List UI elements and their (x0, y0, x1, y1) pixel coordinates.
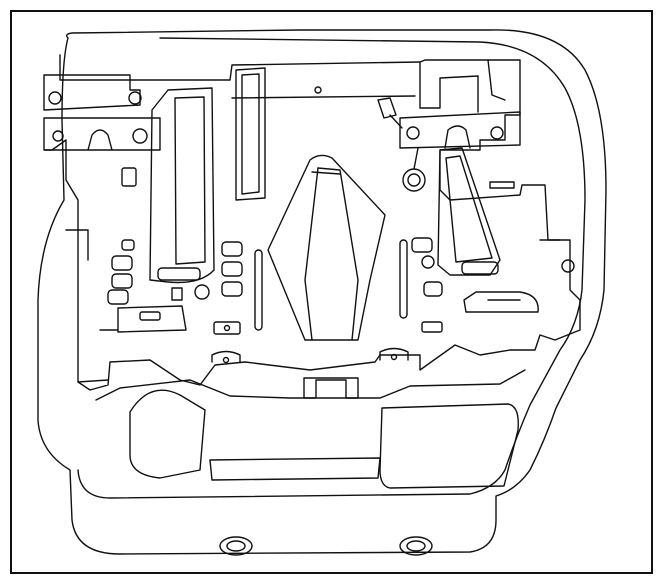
mid-round-hole (194, 284, 210, 300)
frame-linework (37, 29, 607, 556)
left-bracket-hole-2 (128, 91, 142, 105)
right-bracket-tab (487, 59, 506, 101)
rail-rivet (314, 86, 322, 94)
center-rail-inner (241, 73, 260, 195)
lower-frame-ridge (95, 369, 526, 401)
left-track-slot (157, 267, 201, 281)
inner-cushion-line (77, 37, 586, 499)
grommet-ring (402, 168, 426, 192)
vertical-slot-2 (399, 239, 408, 319)
right-latch (463, 291, 539, 313)
bottom-bolt-right-inner (406, 540, 426, 552)
grommet-center (407, 173, 421, 187)
wire-connector (377, 97, 397, 119)
right-hole-2 (423, 281, 443, 297)
right-track-slot (461, 261, 499, 275)
mid-hole-2 (221, 261, 243, 277)
figure-border (10, 10, 653, 574)
lower-tab-1-hole (222, 356, 230, 364)
mid-small-tab (171, 287, 183, 301)
center-tunnel (267, 154, 386, 341)
right-bracket-upright (419, 61, 479, 113)
left-hole-2 (111, 255, 133, 271)
right-seat-track (437, 147, 501, 276)
tunnel-top-edge (311, 171, 341, 175)
center-tab-left (213, 321, 241, 335)
left-foot-line (77, 379, 109, 383)
rail-crossbar (231, 95, 416, 99)
left-latch (117, 305, 187, 333)
left-bracket-lower (43, 117, 161, 151)
left-hole-4 (107, 289, 129, 305)
lower-left-pocket (129, 389, 206, 479)
connector-lead (389, 114, 403, 129)
right-hole-3 (421, 321, 443, 333)
bottom-bolt-left-outer (219, 536, 253, 556)
left-bracket-hole-4 (132, 128, 148, 144)
lower-right-pocket (379, 403, 519, 489)
left-hole-1 (121, 239, 135, 251)
lower-middle-pocket (209, 457, 381, 481)
right-bracket (399, 111, 521, 149)
right-seat-track-inner (445, 155, 493, 263)
far-right-hole (561, 259, 575, 273)
vertical-slot-1 (254, 249, 263, 331)
outer-cushion-outline (37, 29, 607, 555)
bottom-bolt-right-outer (399, 536, 433, 556)
upper-frame-plate (44, 54, 581, 391)
center-rail (235, 67, 266, 201)
left-bracket-hole-1 (48, 91, 62, 105)
tunnel-left-edge (304, 167, 319, 341)
left-bracket-hole-3 (52, 130, 64, 142)
left-bracket-top (43, 74, 141, 111)
mid-hole-1 (221, 241, 243, 257)
right-bracket-hole-2 (490, 126, 504, 140)
left-plate-slot (121, 167, 137, 187)
bottom-bolt-left-inner (226, 540, 246, 552)
lower-tab-2 (379, 347, 409, 361)
lower-center-hook (303, 377, 359, 399)
mid-hole-3 (221, 281, 243, 297)
left-hole-3 (111, 273, 133, 289)
left-bracket-arch (87, 129, 113, 151)
right-bracket-hole-1 (406, 126, 420, 140)
lower-tab-2-hole (390, 353, 398, 361)
right-plate-slot (489, 181, 515, 189)
right-bracket-arch (444, 125, 471, 149)
right-hole-1 (411, 237, 433, 253)
left-seat-track (149, 87, 215, 284)
left-seat-track-inner (174, 96, 206, 265)
grommet-wire (413, 147, 419, 170)
right-round-hole (421, 255, 435, 269)
left-side-notch (65, 229, 89, 261)
lower-tab-1 (211, 350, 241, 363)
center-tab-left-hole (223, 324, 231, 332)
left-latch-slot (139, 311, 161, 321)
tunnel-right-edge (317, 167, 359, 341)
